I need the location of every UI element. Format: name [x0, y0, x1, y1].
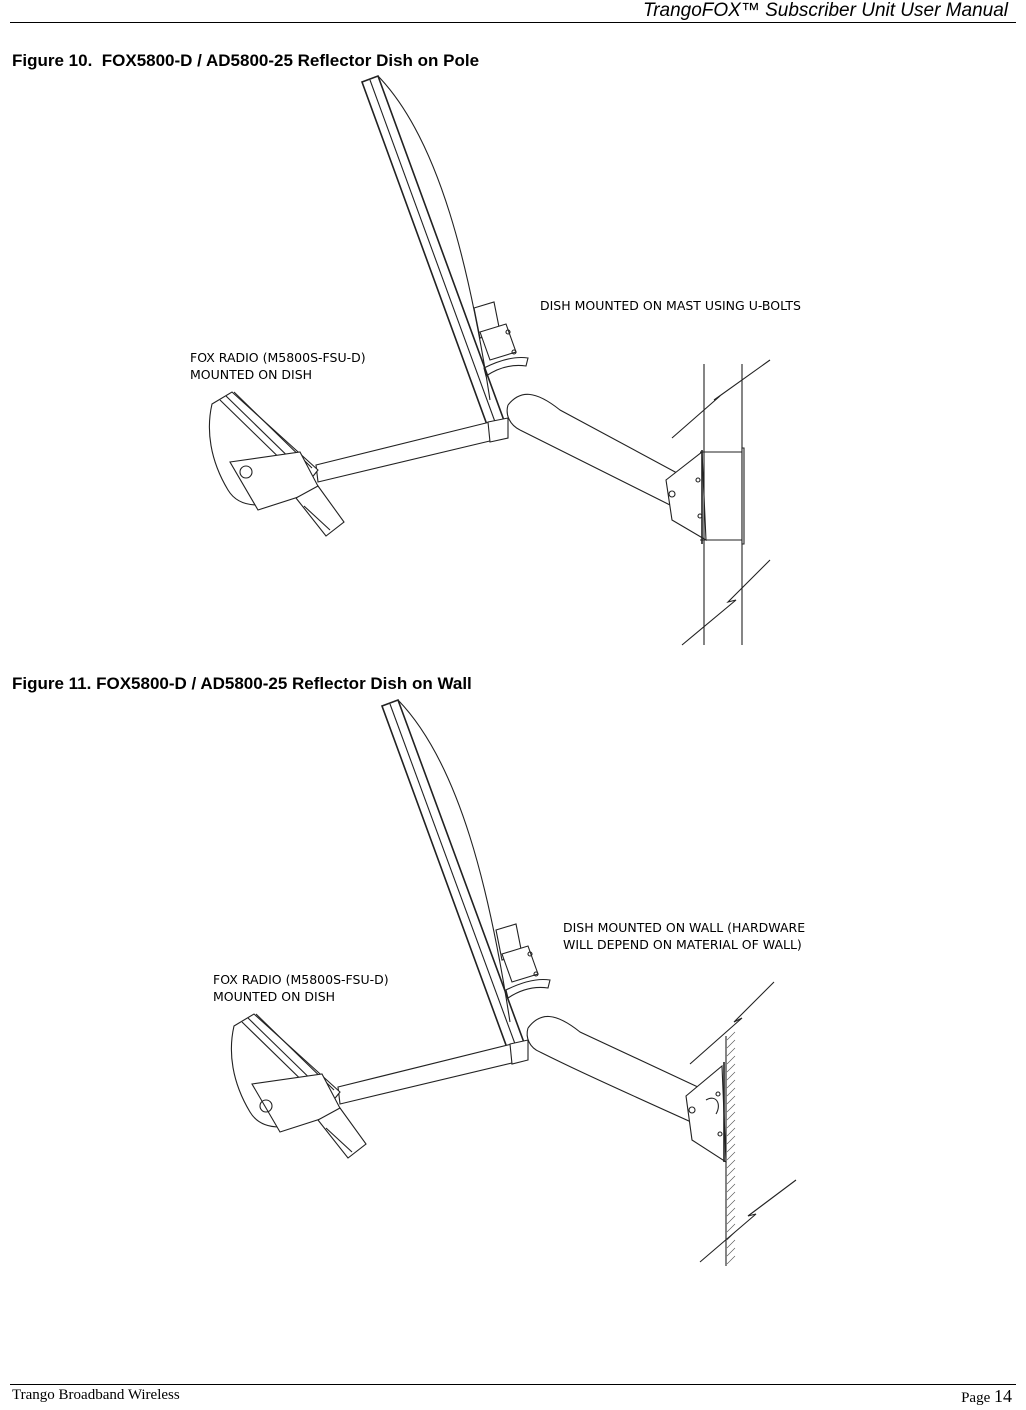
fox-radio	[208, 391, 345, 537]
figure-10-mount-label: DISH MOUNTED ON MAST USING U-BOLTS	[540, 298, 801, 313]
fox-radio	[230, 1013, 367, 1159]
figure-11-mount-label-line2: WILL DEPEND ON MATERIAL OF WALL)	[563, 937, 802, 952]
feed-arm	[337, 1039, 529, 1105]
reflector-dish	[360, 74, 508, 435]
mast-bracket	[665, 450, 744, 544]
reflector-dish	[380, 698, 527, 1058]
figure-10-radio-label-line1: FOX RADIO (M5800S-FSU-D)	[190, 350, 366, 365]
footer-rule	[10, 1384, 1016, 1385]
dish-bracket	[495, 923, 551, 999]
mount-arm	[526, 1015, 701, 1127]
header-title: TrangoFOX™ Subscriber Unit User Manual	[643, 0, 1008, 21]
figure-11-radio-label-line2: MOUNTED ON DISH	[213, 989, 336, 1004]
header-rule	[10, 22, 1016, 23]
page-number: 14	[994, 1386, 1012, 1406]
figure-10-caption: Figure 10. FOX5800-D / AD5800-25 Reflect…	[12, 51, 480, 70]
figure-11-radio-label-line1: FOX RADIO (M5800S-FSU-D)	[213, 972, 389, 987]
feed-arm	[315, 417, 509, 483]
footer-page: Page 14	[961, 1386, 1012, 1407]
figure-10-pole-mount-drawing	[208, 74, 771, 646]
figure-11-mount-label-line1: DISH MOUNTED ON WALL (HARDWARE	[563, 920, 806, 935]
figure-10-radio-label-line2: MOUNTED ON DISH	[190, 367, 313, 382]
mount-arm	[506, 393, 691, 511]
wall	[689, 981, 797, 1266]
wall-bracket	[685, 1062, 727, 1164]
dish-bracket	[473, 301, 529, 377]
mast-pole	[671, 359, 771, 646]
figure-11-caption: Figure 11. FOX5800-D / AD5800-25 Reflect…	[12, 674, 472, 693]
page-prefix: Page	[961, 1390, 991, 1406]
figure-11-wall-mount-drawing	[230, 698, 797, 1266]
footer-company: Trango Broadband Wireless	[12, 1387, 180, 1403]
